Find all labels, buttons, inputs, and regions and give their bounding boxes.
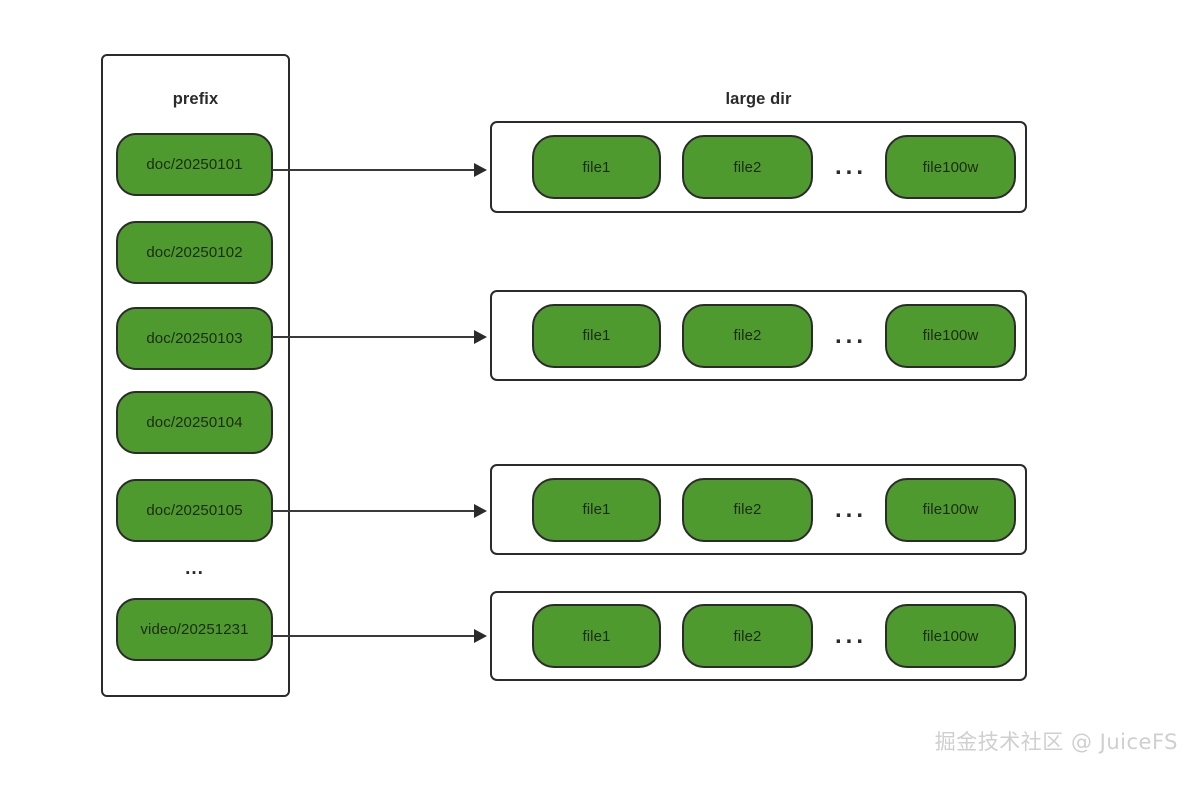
file-pill[interactable]: file2 [682,303,813,368]
arrow-line [272,336,476,338]
file-pill[interactable]: file1 [532,604,661,668]
arrow-head-icon [474,629,487,643]
file-pill[interactable]: file100w [885,303,1016,368]
arrow-line [272,169,476,171]
prefix-pill[interactable]: doc/20250105 [116,479,273,542]
file-pill[interactable]: file2 [682,135,813,199]
prefix-pill[interactable]: doc/20250104 [116,391,273,454]
arrow-head-icon [474,504,487,518]
large-dir-box: file1 file2 file100w... [490,591,1027,681]
file-pill[interactable]: file2 [682,477,813,542]
prefix-ellipsis: ... [185,558,204,579]
prefix-pill[interactable]: video/20251231 [116,598,273,661]
file-ellipsis: ... [834,153,867,180]
prefix-pill[interactable]: doc/20250103 [116,307,273,370]
prefix-pill[interactable]: doc/20250102 [116,221,273,284]
prefix-pill[interactable]: doc/20250101 [116,133,273,196]
file-ellipsis: ... [834,321,867,349]
watermark: 掘金技术社区 @ JuiceFS [934,730,1178,754]
file-pill[interactable]: file1 [532,135,661,199]
arrow-head-icon [474,330,487,344]
file-pill[interactable]: file100w [885,135,1016,199]
file-ellipsis: ... [834,622,867,649]
arrow-line [272,510,476,512]
arrow-head-icon [474,163,487,177]
arrow-line [272,635,476,637]
large-dir-box: file1 file2 file100w... [490,121,1027,213]
file-pill[interactable]: file1 [532,303,661,368]
file-pill[interactable]: file100w [885,477,1016,542]
large-dir-box: file1 file2 file100w... [490,290,1027,381]
large-dir-panel-title: large dir [725,90,792,108]
file-pill[interactable]: file100w [885,604,1016,668]
prefix-panel-title: prefix [172,90,219,108]
file-pill[interactable]: file2 [682,604,813,668]
file-pill[interactable]: file1 [532,477,661,542]
file-ellipsis: ... [834,495,867,523]
large-dir-box: file1 file2 file100w... [490,464,1027,555]
